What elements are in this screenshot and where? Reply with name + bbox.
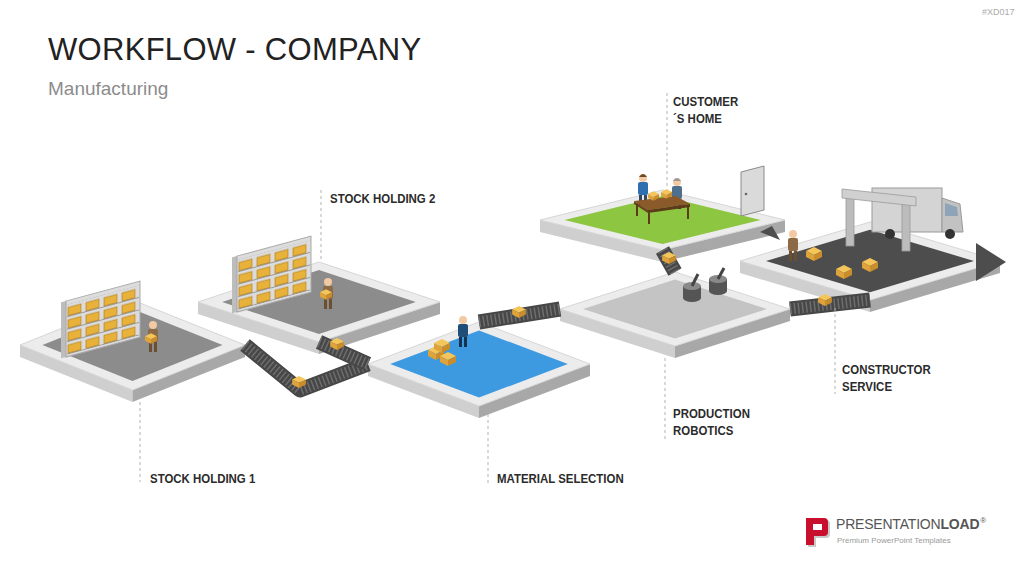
person-head [459, 316, 467, 324]
page-title: WORKFLOW - COMPANY [48, 32, 421, 68]
platform-node: MATERIAL SELECTION [368, 322, 590, 406]
platform-floor [222, 270, 416, 334]
logo-text: LOAD [940, 516, 979, 532]
belt-base [245, 345, 368, 390]
platform-label: CONSTRUCTOR SERVICE [842, 361, 931, 395]
platform-label: PRODUCTION ROBOTICS [673, 405, 750, 439]
platform-top [198, 262, 440, 342]
leader-line [667, 93, 668, 196]
gate-beam [842, 189, 916, 206]
truck-cab [942, 198, 963, 232]
door-knob [745, 193, 748, 196]
belt-ridges [479, 309, 560, 322]
machine-arm [718, 268, 724, 279]
leader-line [835, 308, 836, 394]
leader-line [321, 190, 322, 262]
platform-shape [740, 222, 1000, 300]
truck-window [945, 203, 958, 216]
platform-top [540, 190, 785, 250]
platform-shape [540, 190, 785, 250]
platform-shape [560, 272, 790, 346]
platform-top [560, 272, 790, 346]
logo-text: ® [980, 516, 986, 525]
box [292, 376, 306, 388]
platform-floor [583, 279, 767, 338]
belt-base [479, 309, 560, 322]
leader-line [140, 402, 141, 482]
platform-node: CONSTRUCTOR SERVICE [740, 222, 1000, 300]
platform-label: MATERIAL SELECTION [497, 470, 624, 487]
logo-text: PRESENTATION [836, 516, 940, 532]
person-body [638, 182, 648, 195]
conveyor-belt [245, 345, 368, 390]
logo-icon [806, 518, 830, 547]
platform-top [368, 322, 590, 406]
person-head [673, 178, 681, 186]
platform-shape [198, 262, 440, 342]
box [512, 306, 526, 318]
person-hair [639, 174, 647, 177]
leader-line [488, 414, 489, 486]
platform-label: STOCK HOLDING 2 [330, 190, 435, 207]
platform-floor [565, 196, 761, 244]
logo-line: PRESENTATIONLOAD® [836, 516, 986, 532]
platform-node: CUSTOMER´S HOME [540, 190, 785, 250]
platform-top [740, 222, 1000, 300]
person-hair [673, 178, 681, 181]
platform-floor [43, 309, 223, 381]
person-head [789, 230, 797, 238]
belt-ridges [245, 345, 368, 390]
leader-lines [140, 93, 835, 486]
platform-node: STOCK HOLDING 2 [198, 262, 440, 342]
logo-shape [806, 518, 828, 545]
conveyor-belt [479, 309, 560, 322]
platform-label: STOCK HOLDING 1 [150, 470, 255, 487]
text-label: Manufacturing [48, 78, 168, 100]
truck-wheel [945, 229, 955, 239]
logo-shadow [808, 520, 830, 547]
text-label: Premium PowerPoint Templates [837, 536, 951, 545]
door [741, 166, 764, 216]
platform-node: STOCK HOLDING 1 [20, 300, 245, 390]
platform-floor [766, 230, 974, 292]
logo-hole [813, 524, 822, 530]
person-head [639, 174, 647, 182]
text-label: #XD017 [982, 7, 1015, 17]
platform-node: PRODUCTION ROBOTICS [560, 272, 790, 346]
platform-floor [390, 330, 568, 397]
platform-label: CUSTOMER´S HOME [673, 93, 738, 127]
platform-shape [20, 300, 245, 390]
platform-shape [368, 322, 590, 406]
leader-line [665, 358, 666, 440]
machine-top [709, 275, 727, 283]
